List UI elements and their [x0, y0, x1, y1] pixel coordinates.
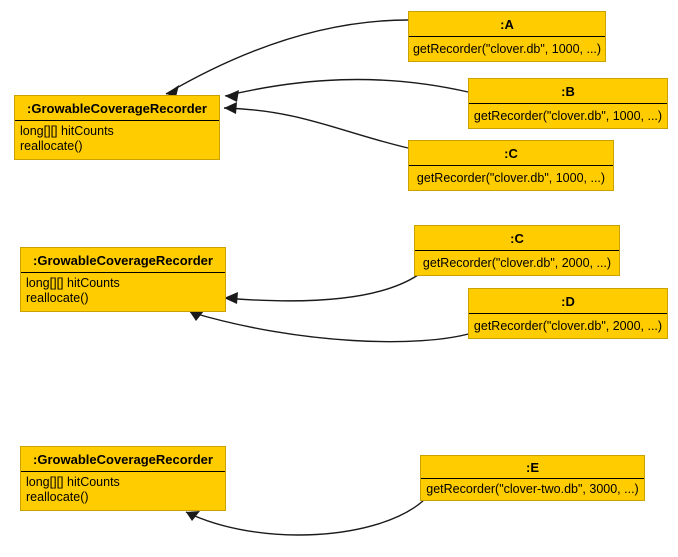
caller-box-b-title: :B [469, 79, 667, 104]
edge-c-to-recorder-1 [223, 102, 409, 149]
caller-box-a[interactable]: :A getRecorder("clover.db", 1000, ...) [408, 11, 606, 62]
caller-box-a-title: :A [409, 12, 605, 37]
recorder-box-3-attributes: long[][] hitCounts reallocate() [21, 472, 225, 510]
caller-box-c1-call: getRecorder("clover.db", 1000, ...) [416, 170, 606, 185]
caller-box-e-call: getRecorder("clover-two.db", 3000, ...) [426, 482, 639, 496]
caller-box-e[interactable]: :E getRecorder("clover-two.db", 3000, ..… [420, 455, 645, 501]
caller-box-c2-call: getRecorder("clover.db", 2000, ...) [422, 255, 612, 270]
attribute-hitcounts: long[][] hitCounts [26, 475, 120, 489]
attribute-hitcounts: long[][] hitCounts [20, 124, 114, 138]
caller-box-a-call: getRecorder("clover.db", 1000, ...) [412, 41, 602, 56]
caller-box-d[interactable]: :D getRecorder("clover.db", 2000, ...) [468, 288, 668, 339]
edge-a-to-recorder-1 [165, 19, 409, 97]
caller-box-e-title: :E [421, 456, 644, 479]
caller-box-b[interactable]: :B getRecorder("clover.db", 1000, ...) [468, 78, 668, 129]
attribute-reallocate: reallocate() [26, 291, 89, 305]
edge-e-to-recorder-3 [185, 499, 425, 536]
attribute-hitcounts: long[][] hitCounts [26, 276, 120, 290]
recorder-box-1[interactable]: :GrowableCoverageRecorder long[][] hitCo… [14, 95, 220, 160]
recorder-box-1-title: :GrowableCoverageRecorder [15, 96, 219, 121]
caller-box-c2[interactable]: :C getRecorder("clover.db", 2000, ...) [414, 225, 620, 276]
recorder-box-3-title: :GrowableCoverageRecorder [21, 447, 225, 472]
edge-b-to-recorder-1 [224, 78, 469, 102]
caller-box-c1[interactable]: :C getRecorder("clover.db", 1000, ...) [408, 140, 614, 191]
attribute-reallocate: reallocate() [20, 139, 83, 153]
caller-box-d-call: getRecorder("clover.db", 2000, ...) [473, 318, 663, 333]
caller-box-c2-title: :C [415, 226, 619, 251]
caller-box-c1-title: :C [409, 141, 613, 166]
attribute-reallocate: reallocate() [26, 490, 89, 504]
recorder-box-1-attributes: long[][] hitCounts reallocate() [15, 121, 219, 159]
caller-box-d-title: :D [469, 289, 667, 314]
edge-d-to-recorder-2 [189, 311, 473, 343]
recorder-box-2[interactable]: :GrowableCoverageRecorder long[][] hitCo… [20, 247, 226, 312]
recorder-box-2-title: :GrowableCoverageRecorder [21, 248, 225, 273]
caller-box-b-call: getRecorder("clover.db", 1000, ...) [473, 108, 663, 123]
edge-c2-to-recorder-2 [223, 274, 419, 304]
recorder-box-3[interactable]: :GrowableCoverageRecorder long[][] hitCo… [20, 446, 226, 511]
recorder-box-2-attributes: long[][] hitCounts reallocate() [21, 273, 225, 311]
